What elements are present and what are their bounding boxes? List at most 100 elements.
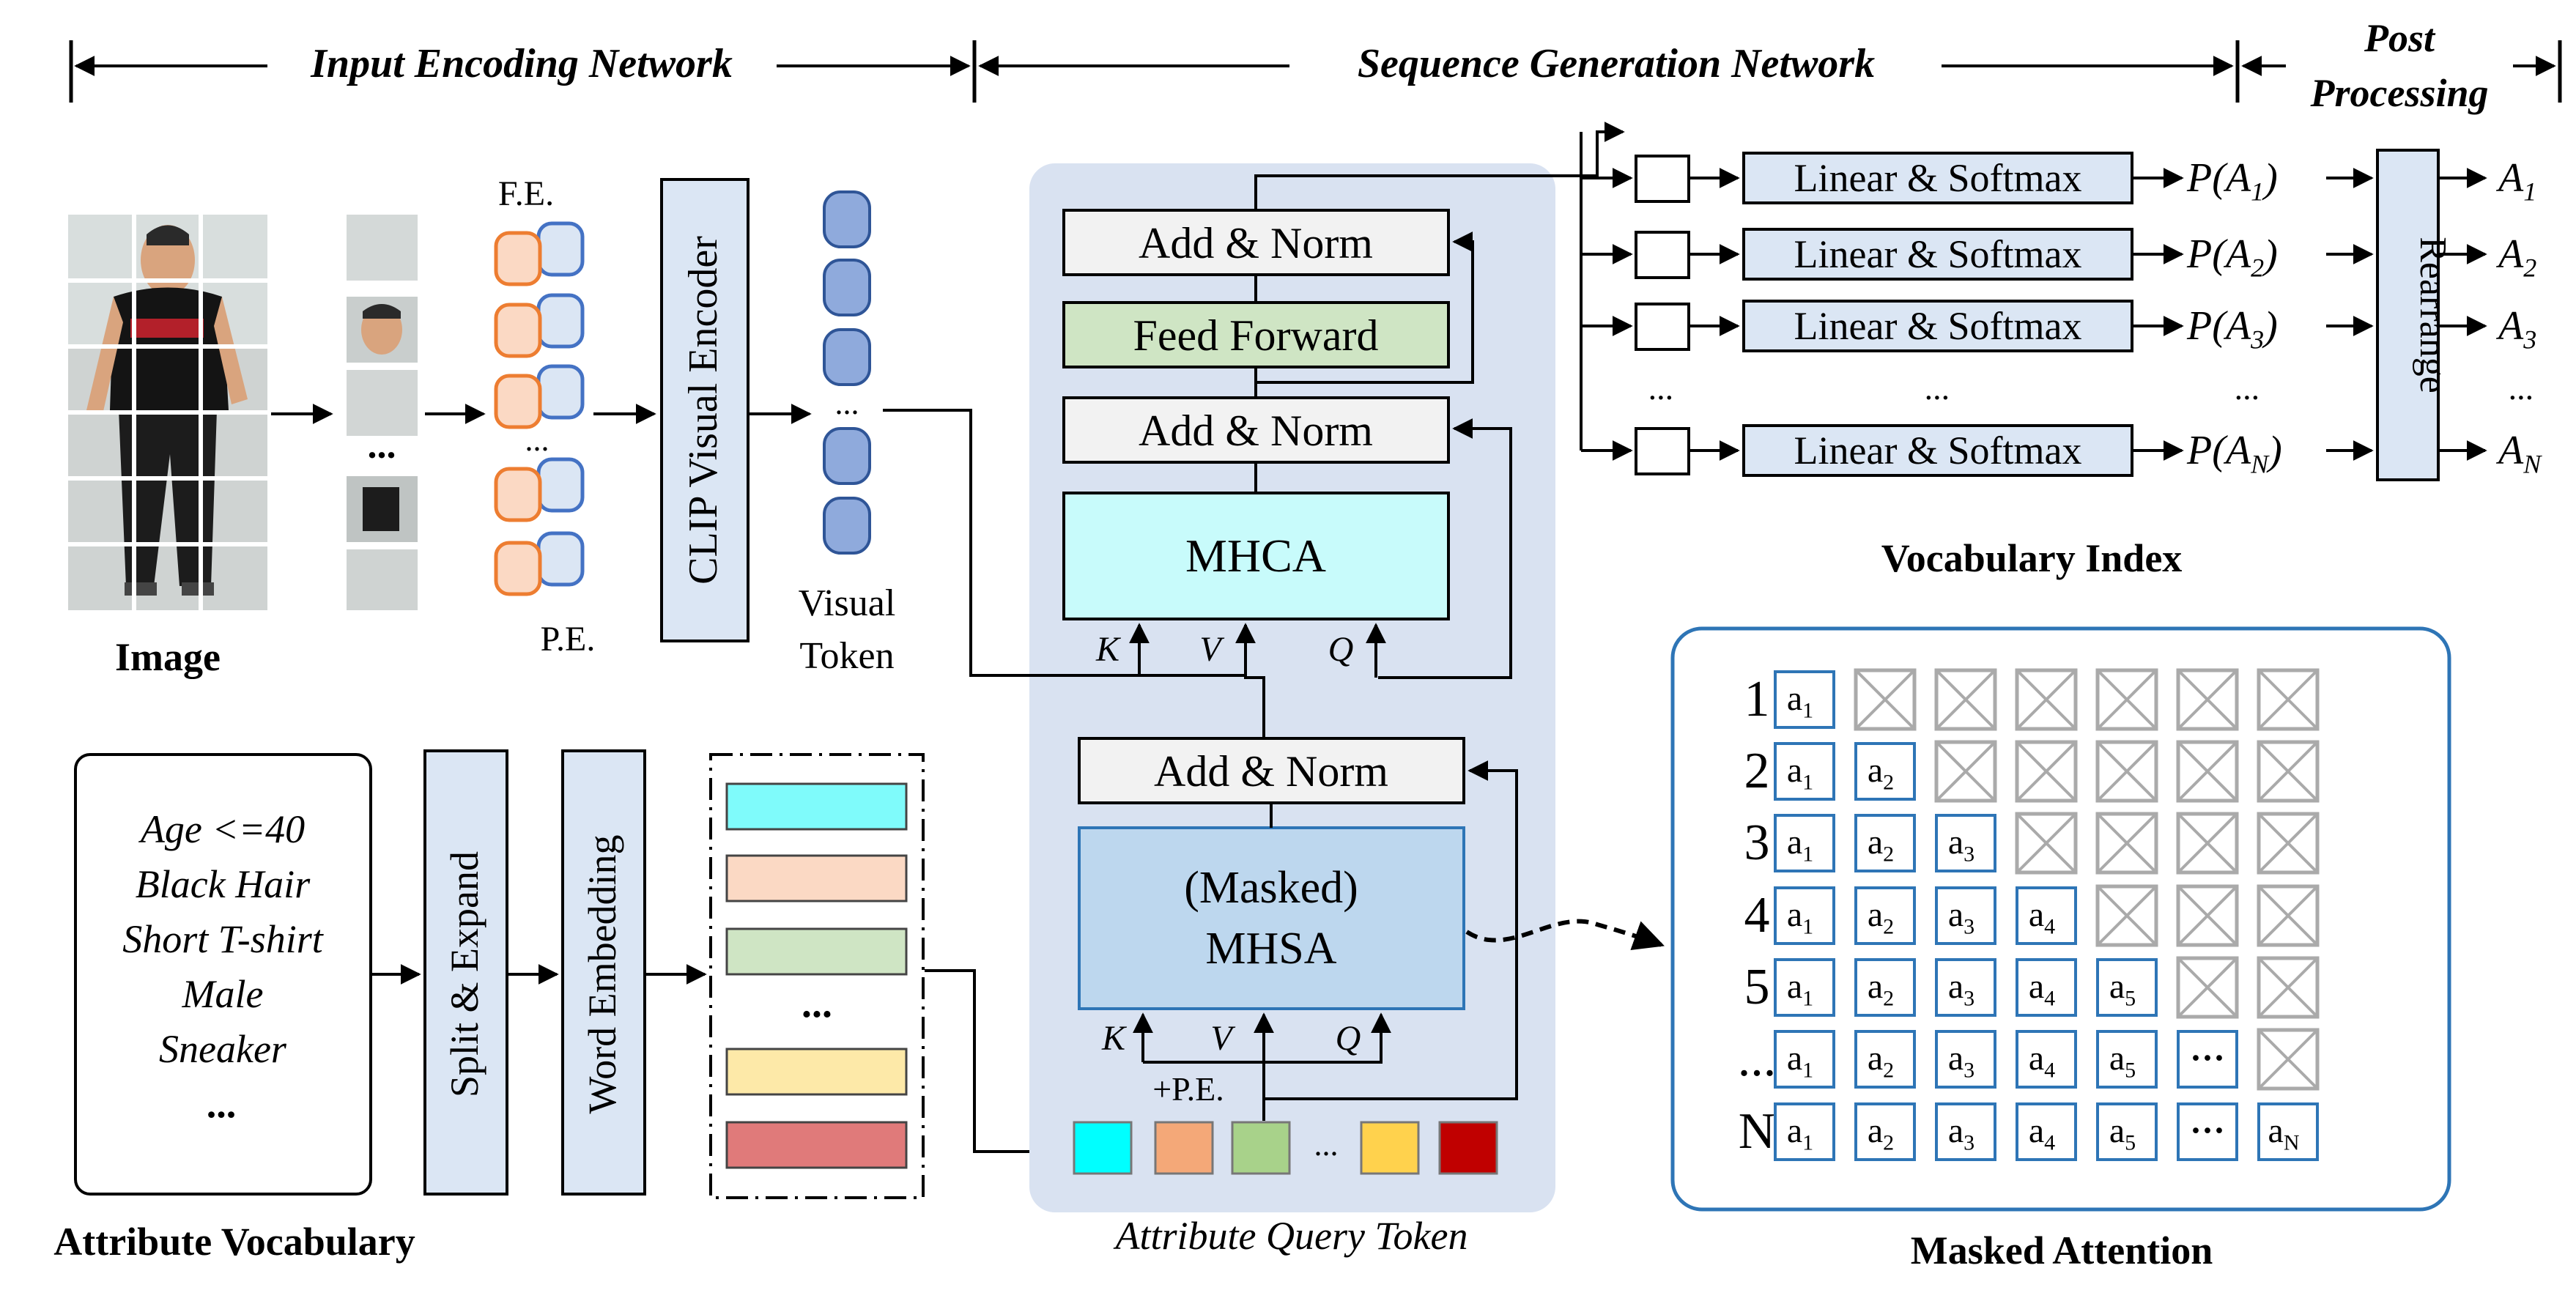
person-image [68, 215, 267, 610]
feature-embedding-token [494, 374, 542, 429]
add-norm-low-block [1078, 737, 1465, 804]
word-embedding-group [709, 753, 925, 1199]
masked-mhsa-label-line1: (Masked) [1184, 863, 1358, 913]
masked-cell-cross [2096, 812, 2158, 874]
masked-cell-cross [2257, 741, 2319, 802]
masked-cell-cross [2016, 669, 2077, 730]
masked-cell-cross [2177, 741, 2238, 802]
masked-cell-cross [2016, 812, 2077, 874]
visual-token-ellipsis: ... [835, 385, 859, 421]
query-token-ellipsis: ... [1314, 1127, 1339, 1163]
mask-row-label: N [1739, 1103, 1776, 1160]
masked-cell-cross [1854, 669, 1916, 730]
output-ellipsis-3: ... [2235, 369, 2261, 407]
visual-token-column [823, 190, 871, 555]
visible-cell [1774, 1030, 1835, 1089]
position-embedding-token [536, 221, 585, 277]
masked-cell-cross [2177, 812, 2238, 874]
visible-cell-label: a1 [1787, 679, 1813, 723]
clip-visual-encoder-label: CLIP Visual Encoder [681, 236, 726, 585]
probability-label: P(AN) [2186, 428, 2282, 479]
vocabulary-item: Age <=40 [138, 807, 305, 851]
decoder-connections [883, 122, 1625, 1121]
masked-cell-cross [1935, 741, 1996, 802]
probability-label: P(A3) [2186, 303, 2278, 355]
visual-token [823, 259, 871, 316]
mhca-block [1062, 492, 1450, 620]
visible-cell [1774, 670, 1835, 729]
linear-softmax-label: Linear & Softmax [1794, 156, 2082, 200]
post-processing-title-line1: Post [2364, 16, 2436, 60]
masked-cell-cross [2257, 885, 2319, 946]
masked-cell-cross [2257, 812, 2319, 874]
visible-cell [1854, 886, 1916, 945]
feature-embedding-token [494, 467, 542, 522]
rearrange-label: Rearrange [2412, 237, 2454, 393]
clip-visual-encoder [660, 178, 750, 642]
position-embedding-token [536, 364, 585, 420]
attribute-output-label: A1 [2495, 155, 2536, 207]
sequence-generation-title: Sequence Generation Network [1358, 41, 1875, 86]
visible-cell [2096, 1102, 2158, 1161]
vocabulary-item: ... [208, 1082, 238, 1126]
mhca-k-label: K [1095, 630, 1122, 669]
mhsa-q-label: Q [1336, 1019, 1361, 1058]
masked-cell-cross [2257, 957, 2319, 1018]
output-token-box [1635, 155, 1690, 203]
feature-embedding-token [494, 231, 542, 286]
masked-cell-cross [2257, 669, 2319, 730]
visual-token [823, 190, 871, 248]
token-stack-ellipsis: ... [525, 422, 549, 458]
position-embedding-plus-label: +P.E. [1152, 1070, 1224, 1108]
linear-softmax-label: Linear & Softmax [1794, 232, 2082, 276]
attribute-vocabulary-label: Attribute Vocabulary [53, 1220, 415, 1264]
visible-cell [1935, 958, 1996, 1017]
masked-cell-cross [2177, 669, 2238, 730]
masked-cell-cross [2096, 669, 2158, 730]
attribute-query-token [1231, 1121, 1291, 1175]
visible-cell [2177, 1030, 2238, 1089]
attribute-output-label: A2 [2495, 231, 2536, 283]
mask-row-label: 1 [1744, 671, 1770, 727]
visible-cell-label: ··· [2190, 1111, 2225, 1150]
visible-cell [1854, 742, 1916, 801]
word-embedding-block [561, 749, 646, 1196]
feature-embedding-token [494, 303, 542, 358]
linear-softmax-block [1742, 424, 2133, 477]
visible-cell [1774, 1102, 1835, 1161]
visible-cell [1854, 1102, 1916, 1161]
masked-mhsa-label-line2: MHSA [1205, 924, 1336, 974]
visible-cell [1935, 1102, 1996, 1161]
visible-cell [1774, 886, 1835, 945]
masked-cell-cross [2016, 741, 2077, 802]
vocabulary-item: Sneaker [159, 1027, 287, 1071]
mask-row-label: 2 [1744, 743, 1770, 799]
split-expand-label: Split & Expand [443, 851, 486, 1097]
visible-cell [1935, 886, 1996, 945]
feature-embedding-label: F.E. [498, 174, 554, 213]
probability-label: P(A2) [2186, 231, 2278, 283]
masked-attention-label: Masked Attention [1911, 1228, 2213, 1272]
position-embedding-label: P.E. [541, 620, 596, 659]
attribute-query-token [1360, 1121, 1420, 1175]
position-embedding-token [536, 457, 585, 513]
feature-embedding-token [494, 541, 542, 596]
output-token-box [1635, 303, 1690, 351]
visible-cell [2016, 1102, 2077, 1161]
word-embedding-vector [725, 782, 908, 831]
linear-softmax-label: Linear & Softmax [1794, 429, 2082, 472]
masked-cell-cross [2177, 885, 2238, 946]
rearrange-block [2376, 149, 2440, 481]
visual-token [823, 497, 871, 555]
word-embedding-label: Word Embedding [580, 834, 624, 1113]
mhca-q-label: Q [1328, 630, 1354, 669]
mask-row-label: 4 [1744, 887, 1770, 944]
visible-cell [1774, 814, 1835, 872]
visible-cell [2096, 958, 2158, 1017]
attribute-query-token [1073, 1121, 1133, 1175]
mhca-label: MHCA [1185, 530, 1326, 582]
